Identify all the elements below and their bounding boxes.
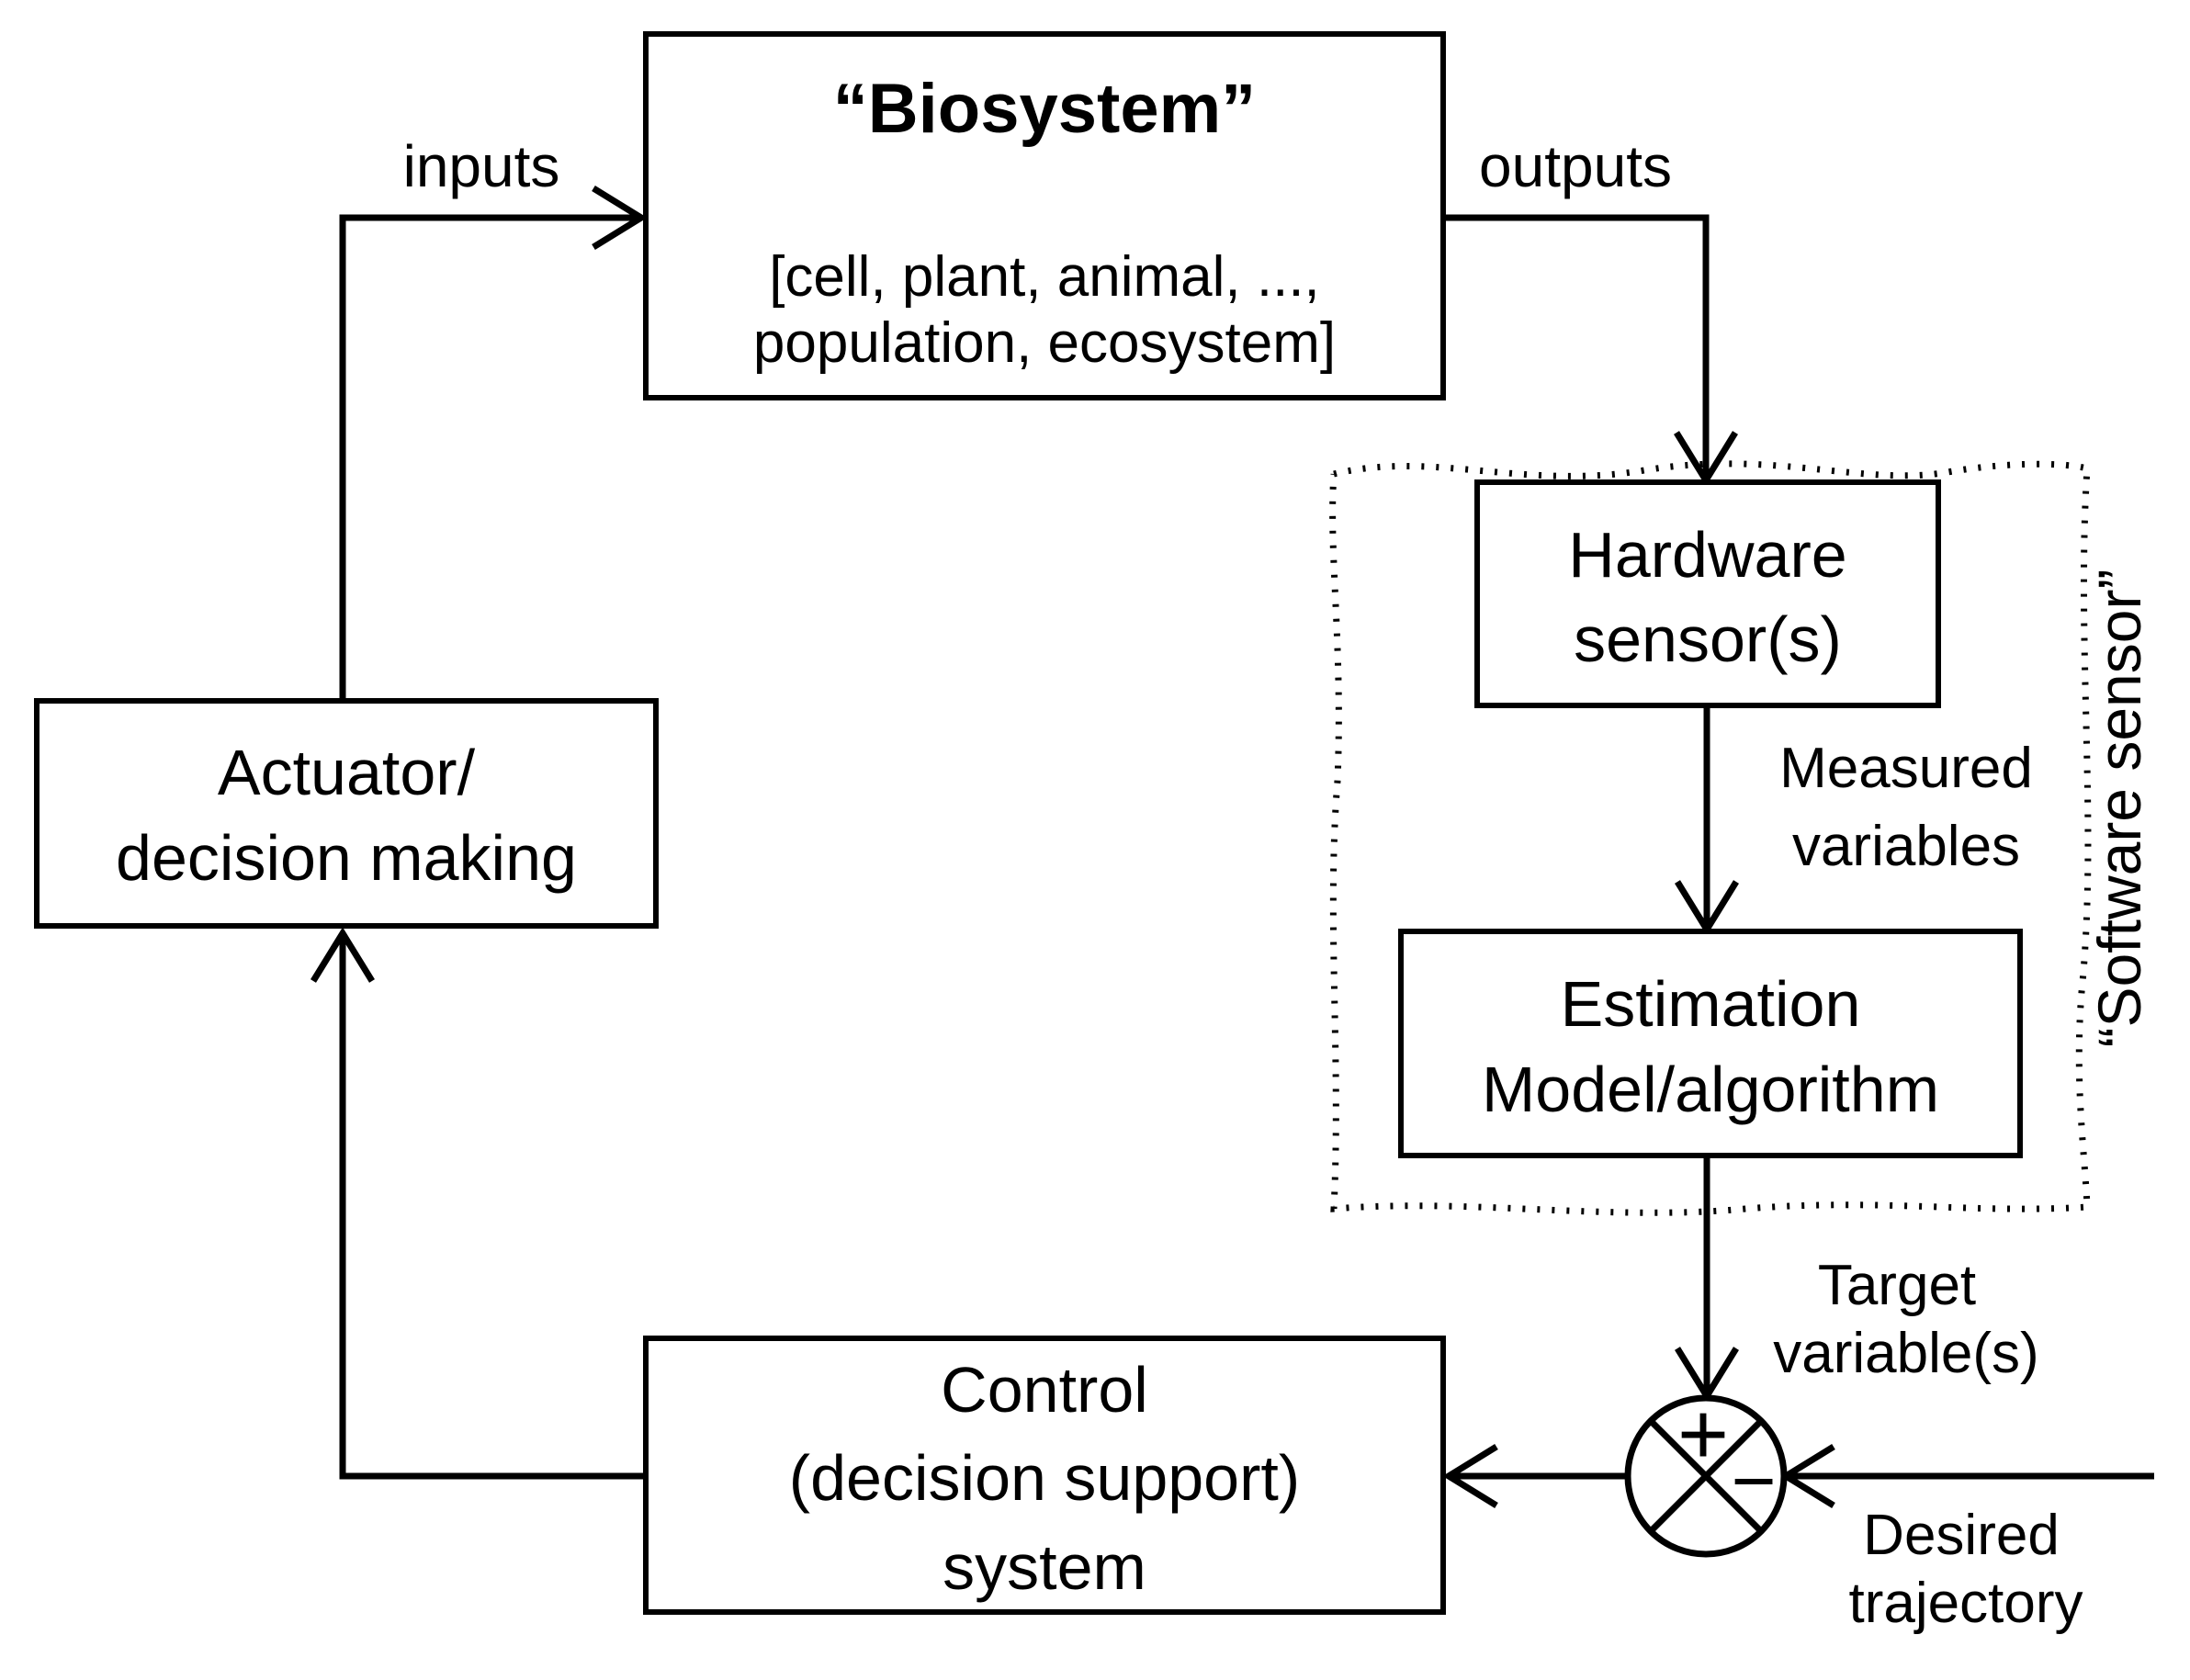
measured-variables-label-line1: Measured bbox=[1779, 737, 2033, 800]
error-to-control-arrowhead-icon bbox=[1442, 1444, 1498, 1508]
outputs-label: outputs bbox=[1479, 133, 1672, 199]
control-to-actuator-wire bbox=[339, 933, 646, 1480]
target-variables-label-line2: variable(s) bbox=[1773, 1322, 2038, 1385]
inputs-arrowhead-icon bbox=[592, 186, 648, 250]
control-box bbox=[643, 1336, 1446, 1615]
outputs-wire bbox=[1443, 214, 1710, 480]
control-label-line3: system bbox=[943, 1531, 1146, 1603]
estimation-label-line1: Estimation bbox=[1561, 968, 1861, 1040]
hardware-sensor-label-line2: sensor(s) bbox=[1574, 603, 1842, 675]
target-variables-label-line1: Target bbox=[1818, 1254, 1976, 1317]
control-to-actuator-arrowhead-icon bbox=[310, 927, 375, 983]
biosystem-box bbox=[643, 31, 1446, 400]
inputs-label: inputs bbox=[403, 133, 560, 199]
actuator-label-line1: Actuator/ bbox=[218, 737, 476, 808]
plus-sign: + bbox=[1677, 1385, 1729, 1483]
software-sensor-label: “Software sensor” bbox=[2085, 569, 2153, 1048]
actuator-label-line2: decision making bbox=[116, 822, 577, 894]
control-label-line1: Control bbox=[941, 1354, 1148, 1426]
biosystem-title: “Biosystem” bbox=[833, 70, 1256, 148]
control-label-line2: (decision support) bbox=[789, 1442, 1300, 1514]
desired-trajectory-label-line2: trajectory bbox=[1849, 1572, 2083, 1635]
measured-variables-label-line2: variables bbox=[1792, 815, 2020, 878]
minus-sign: − bbox=[1731, 1438, 1776, 1524]
hardware-sensor-label-line1: Hardware bbox=[1568, 519, 1846, 591]
desired-trajectory-label-line1: Desired bbox=[1863, 1504, 2060, 1567]
biosystem-subtitle-line2: population, ecosystem] bbox=[753, 311, 1336, 375]
summing-junction-cross bbox=[1648, 1418, 1764, 1534]
estimation-label-line2: Model/algorithm bbox=[1482, 1054, 1939, 1125]
summing-junction-icon: + − bbox=[1624, 1385, 1788, 1558]
actuator-box bbox=[34, 698, 659, 929]
inputs-wire bbox=[339, 214, 641, 701]
hardware-sensor-box bbox=[1474, 479, 1941, 708]
estimation-box bbox=[1398, 929, 2023, 1158]
biosystem-subtitle-line1: [cell, plant, animal, ..., bbox=[769, 245, 1320, 309]
